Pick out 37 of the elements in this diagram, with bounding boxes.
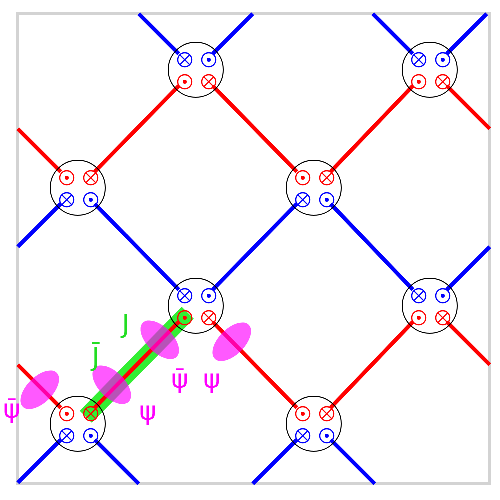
connector-line [211, 84, 299, 174]
connector-line [446, 320, 492, 366]
connector-line [329, 84, 415, 174]
vertex-circle [168, 42, 224, 98]
vertex-circle [168, 278, 224, 334]
connector-line [94, 438, 140, 486]
connector-line [211, 320, 299, 410]
connector-line [372, 12, 414, 56]
field-label: ψ [139, 397, 157, 427]
connector-line [93, 320, 181, 410]
connector-line [330, 438, 376, 486]
field-label: ψ̄ [171, 365, 189, 395]
connector-line [138, 12, 180, 56]
current-label: J [122, 310, 130, 340]
connector-line [16, 128, 62, 174]
connector-line [93, 84, 181, 174]
current-label: J̄ [92, 343, 100, 373]
vertex-circle [286, 396, 342, 452]
connector-line [16, 202, 62, 248]
vertex-circle [402, 278, 458, 334]
connector-line [16, 438, 62, 484]
connector-line [212, 12, 254, 56]
connector-line [211, 202, 299, 292]
connector-line [16, 364, 62, 410]
vertex-circle [402, 42, 458, 98]
connector-line [252, 438, 298, 486]
connector-line [329, 320, 415, 410]
connector-line [446, 12, 488, 56]
field-label: ψ̄ [3, 395, 21, 425]
connector-line [446, 84, 492, 130]
connector-line [446, 246, 492, 292]
vertex-circle [50, 396, 106, 452]
connector-line [93, 202, 181, 292]
vertex-circle [50, 160, 106, 216]
field-label: ψ [203, 365, 221, 395]
connector-line [329, 202, 415, 292]
vertex-circle [286, 160, 342, 216]
